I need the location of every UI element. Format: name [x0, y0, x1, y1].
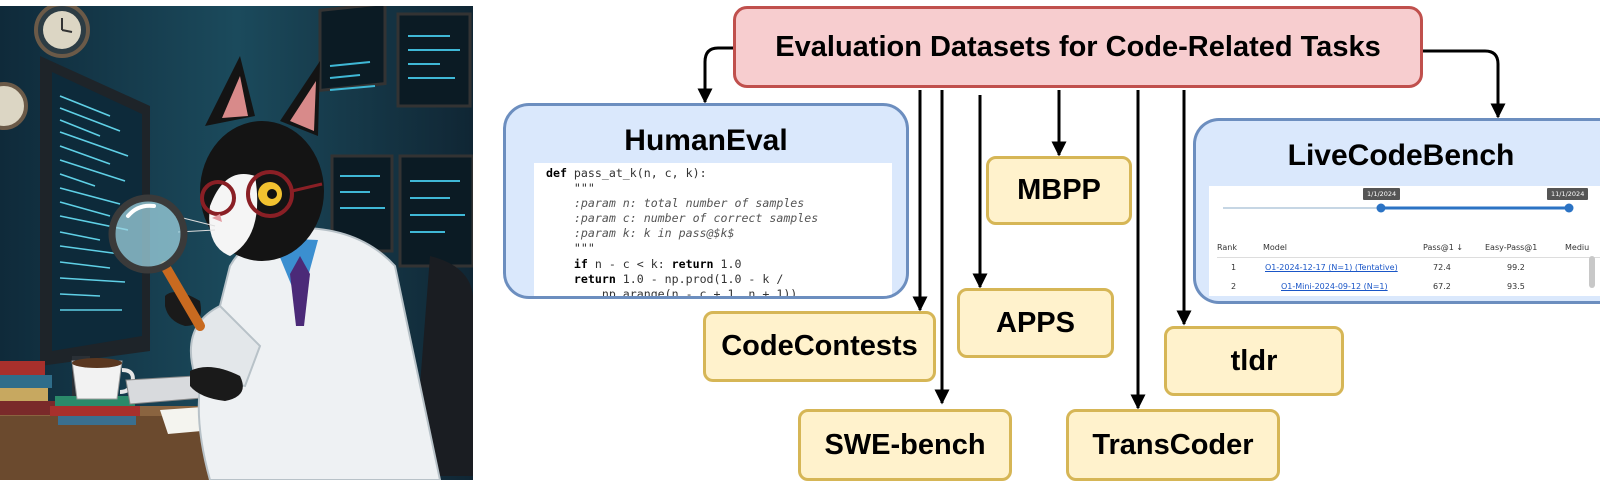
node-tldr: tldr: [1164, 326, 1344, 396]
column-header[interactable]: Mediu: [1565, 243, 1590, 252]
code-line: return 1.0 - np.prod(1.0 - k /: [546, 272, 880, 287]
date-end-tag: 11/1/2024: [1547, 188, 1589, 200]
easy-pass1-cell: 93.5: [1507, 282, 1525, 291]
node-transcoder: TransCoder: [1066, 409, 1280, 481]
main-monitor: [40, 56, 150, 412]
table-scrollbar[interactable]: [1589, 256, 1595, 288]
humaneval-code-snippet: def pass_at_k(n, c, k): """ :param n: to…: [534, 163, 892, 299]
code-token: """: [546, 241, 595, 256]
code-token: [546, 272, 574, 286]
code-token: np.arange(n - c + 1, n + 1)): [546, 286, 798, 299]
arrow-to-livecodebench: [1423, 49, 1506, 119]
column-header[interactable]: Rank: [1217, 243, 1237, 252]
node-codecontests: CodeContests: [703, 311, 936, 382]
cat-head: [174, 56, 324, 261]
date-start-tag: 1/1/2024: [1363, 188, 1401, 200]
livecodebench-title: LiveCodeBench: [1287, 139, 1515, 172]
code-keyword: return: [573, 271, 616, 286]
node-mbpp-label: MBPP: [1017, 174, 1101, 206]
root-node: Evaluation Datasets for Code-Related Tas…: [733, 6, 1423, 88]
livecodebench-card: LiveCodeBench 1/1/2024 11/1/2024 Rank Mo…: [1193, 118, 1600, 304]
code-keyword: if: [573, 256, 588, 271]
cat-scientist-illustration: [0, 6, 473, 480]
slider-handle-end: [1564, 203, 1574, 213]
arrow-to-humaneval: [697, 46, 733, 104]
code-line: if n - c < k: return 1.0: [546, 257, 880, 272]
code-keyword: def: [546, 166, 567, 180]
code-token: 1.0: [713, 256, 742, 271]
leaderboard-preview: 1/1/2024 11/1/2024 Rank Model Pass@1 ↓ E…: [1209, 186, 1600, 296]
code-line: """: [546, 241, 880, 256]
node-apps-label: APPS: [996, 306, 1075, 339]
node-transcoder-label: TransCoder: [1092, 428, 1254, 461]
column-header[interactable]: Pass@1 ↓: [1423, 243, 1464, 252]
code-line: """: [546, 181, 880, 196]
humaneval-card: HumanEval def pass_at_k(n, c, k): """ :p…: [503, 103, 909, 299]
code-token: n - c < k:: [587, 256, 672, 271]
node-swe-bench-label: SWE-bench: [824, 428, 986, 461]
column-header[interactable]: Easy-Pass@1: [1485, 243, 1538, 252]
humaneval-title: HumanEval: [624, 124, 788, 157]
background-monitors: [318, 6, 473, 268]
node-mbpp: MBPP: [986, 156, 1132, 225]
books-stack: [0, 361, 140, 425]
node-codecontests-label: CodeContests: [721, 330, 918, 362]
table-row: 2 O1-Mini-2024-09-12 (N=1) 67.2 93.5: [1217, 277, 1600, 296]
easy-pass1-cell: 99.2: [1507, 263, 1525, 272]
date-range-slider: [1223, 203, 1574, 213]
code-line: def pass_at_k(n, c, k):: [546, 166, 880, 181]
rank-cell: 2: [1231, 282, 1237, 291]
code-token: :param k: k in pass@$k$: [546, 226, 735, 241]
table-header-row: Rank Model Pass@1 ↓ Easy-Pass@1 Mediu: [1217, 238, 1600, 258]
slider-handle-start: [1376, 203, 1386, 213]
model-link[interactable]: O1-2024-12-17 (N=1) (Tentative): [1265, 263, 1398, 272]
magnifying-glass: [108, 194, 205, 331]
node-tldr-label: tldr: [1230, 344, 1278, 377]
code-line: np.arange(n - c + 1, n + 1)): [546, 286, 880, 299]
code-line: :param k: k in pass@$k$: [546, 226, 880, 241]
leaderboard-table: Rank Model Pass@1 ↓ Easy-Pass@1 Mediu 1 …: [1217, 238, 1600, 296]
rank-cell: 1: [1231, 263, 1237, 272]
code-token: """: [546, 181, 595, 196]
pass1-cell: 72.4: [1433, 263, 1451, 272]
root-title: Evaluation Datasets for Code-Related Tas…: [775, 30, 1381, 63]
code-keyword: return: [671, 256, 714, 271]
column-header[interactable]: Model: [1263, 243, 1288, 252]
model-link[interactable]: O1-Mini-2024-09-12 (N=1): [1281, 282, 1388, 291]
code-token: :param c: number of correct samples: [546, 211, 819, 226]
table-row: 1 O1-2024-12-17 (N=1) (Tentative) 72.4 9…: [1217, 258, 1600, 277]
code-token: :param n: total number of samples: [546, 196, 805, 211]
code-token: pass_at_k(n, c, k):: [566, 166, 707, 180]
pass1-cell: 67.2: [1433, 282, 1451, 291]
code-token: [546, 257, 574, 271]
code-line: :param n: total number of samples: [546, 196, 880, 211]
node-swe-bench: SWE-bench: [798, 409, 1012, 481]
node-apps: APPS: [957, 288, 1114, 358]
code-line: :param c: number of correct samples: [546, 211, 880, 226]
code-token: 1.0 - np.prod(1.0 - k /: [615, 271, 784, 286]
